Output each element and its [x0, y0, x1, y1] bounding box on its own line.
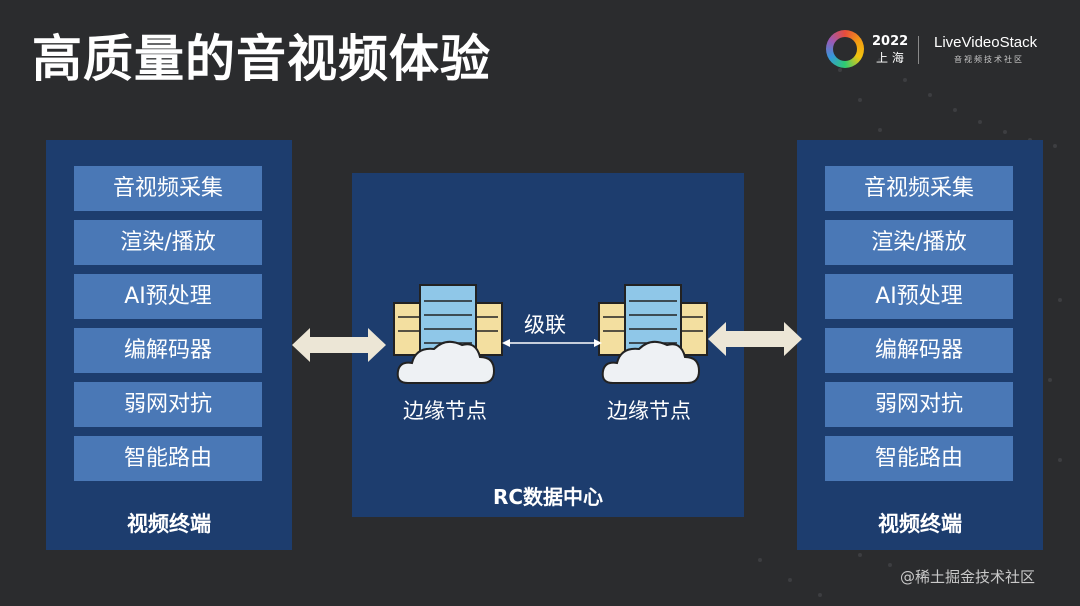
- data-center-panel: 级联 边缘节点 边缘节点 RC数据中心: [352, 173, 744, 517]
- brand-ring-icon: [826, 30, 864, 68]
- right-edge-node-label: 边缘节点: [607, 399, 691, 423]
- left-terminal-label: 视频终端: [127, 512, 211, 536]
- left-double-arrow: [292, 328, 386, 362]
- left-item-smart-routing: 智能路由: [74, 436, 262, 481]
- right-edge-server-icon: [598, 284, 708, 384]
- right-item-codec: 编解码器: [825, 328, 1013, 373]
- right-item-weak-network: 弱网对抗: [825, 382, 1013, 427]
- left-item-capture: 音视频采集: [74, 166, 262, 211]
- brand-divider: [918, 36, 919, 64]
- left-terminal-panel: 音视频采集 渲染/播放 AI预处理 编解码器 弱网对抗 智能路由 视频终端: [46, 140, 292, 550]
- right-item-smart-routing: 智能路由: [825, 436, 1013, 481]
- brand-subtitle: 音视频技术社区: [954, 55, 1024, 64]
- watermark: @稀土掘金技术社区: [900, 568, 1036, 586]
- right-item-capture: 音视频采集: [825, 166, 1013, 211]
- left-item-weak-network: 弱网对抗: [74, 382, 262, 427]
- right-terminal-label: 视频终端: [878, 512, 962, 536]
- left-edge-node-label: 边缘节点: [403, 399, 487, 423]
- right-item-render: 渲染/播放: [825, 220, 1013, 265]
- data-center-label: RC数据中心: [492, 485, 604, 509]
- brand-year: 2022: [872, 34, 909, 49]
- right-item-ai-preprocess: AI预处理: [825, 274, 1013, 319]
- brand-city: 上 海: [876, 51, 904, 65]
- slide-title: 高质量的音视频体验: [32, 30, 491, 88]
- left-item-codec: 编解码器: [74, 328, 262, 373]
- left-item-ai-preprocess: AI预处理: [74, 274, 262, 319]
- cascade-link-label: 级联: [524, 313, 566, 337]
- left-edge-server-icon: [393, 284, 503, 384]
- right-terminal-panel: 音视频采集 渲染/播放 AI预处理 编解码器 弱网对抗 智能路由 视频终端: [797, 140, 1043, 550]
- brand-logo: 2022 上 海 LiveVideoStack 音视频技术社区: [826, 30, 1056, 74]
- cascade-link-arrow: [502, 339, 602, 347]
- left-item-render: 渲染/播放: [74, 220, 262, 265]
- right-double-arrow: [708, 322, 802, 356]
- brand-name: LiveVideoStack: [934, 34, 1038, 51]
